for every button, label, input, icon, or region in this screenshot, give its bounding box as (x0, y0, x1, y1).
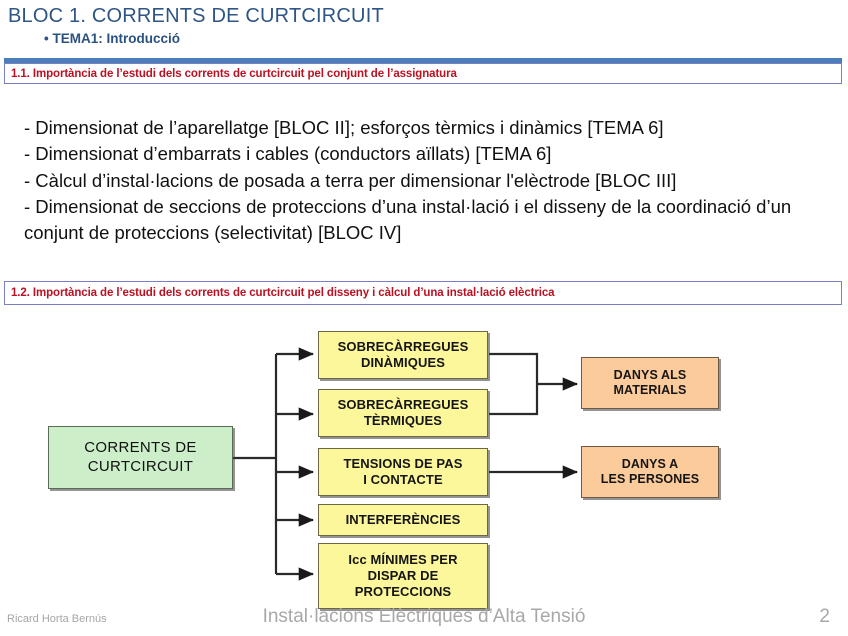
node-label: SOBRECÀRREGUES TÈRMIQUES (337, 397, 469, 428)
connector-merge-sobrecarregues (489, 352, 539, 416)
node-label: INTERFERÈNCIES (345, 512, 461, 528)
diagram-node-sobrecarregues-dinamiques[interactable]: SOBRECÀRREGUES DINÀMIQUES (318, 331, 488, 379)
node-label: DANYS ALS MATERIALS (613, 367, 687, 397)
body-line: - Dimensionat de seccions de proteccions… (24, 195, 797, 244)
diagram-node-icc-minimes-per-dispar-de-proteccions[interactable]: Icc MÍNIMES PER DISPAR DE PROTECCIONS (318, 543, 488, 609)
flow-diagram: CORRENTS DE CURTCIRCUIT SOBRECÀRREGUES D… (0, 318, 848, 609)
body-line: - Dimensionat d’embarrats i cables (cond… (24, 143, 552, 165)
diagram-node-sobrecarregues-termiques[interactable]: SOBRECÀRREGUES TÈRMIQUES (318, 389, 488, 437)
footer-course-title: Instal·lacions Elèctriques d’Alta Tensió (262, 606, 586, 627)
diagram-node-interferencies[interactable]: INTERFERÈNCIES (318, 504, 488, 536)
section-banner-1-1: 1.1. Importància de l’estudi dels corren… (4, 58, 842, 84)
banner-box: 1.1. Importància de l’estudi dels corren… (4, 63, 842, 84)
footer-page-number: 2 (819, 606, 830, 627)
node-label: Icc MÍNIMES PER DISPAR DE PROTECCIONS (348, 552, 458, 599)
section-heading-1-1: 1.1. Importància de l’estudi dels corren… (11, 67, 457, 80)
diagram-node-tensions-de-pas-i-contacte[interactable]: TENSIONS DE PAS I CONTACTE (318, 448, 488, 496)
node-label: TENSIONS DE PAS I CONTACTE (343, 456, 463, 487)
section-banner-1-2: 1.2. Importància de l’estudi dels corren… (4, 281, 842, 305)
page-title: BLOC 1. CORRENTS DE CURTCIRCUIT (8, 5, 384, 27)
banner-box: 1.2. Importància de l’estudi dels corren… (4, 281, 842, 305)
body-line: - Dimensionat de l’aparellatge [BLOC II]… (24, 117, 664, 138)
node-label: CORRENTS DE CURTCIRCUIT (84, 439, 197, 475)
diagram-connectors (233, 347, 579, 581)
diagram-node-corrents-de-curtcircuit[interactable]: CORRENTS DE CURTCIRCUIT (48, 426, 233, 489)
section-heading-1-2: 1.2. Importància de l’estudi dels corren… (11, 287, 555, 299)
footer-author: Ricard Horta Bernús (7, 613, 107, 625)
diagram-node-danys-als-materials[interactable]: DANYS ALS MATERIALS (581, 357, 719, 409)
body-text-list: - Dimensionat de l’aparellatge [BLOC II]… (24, 115, 824, 246)
node-label: SOBRECÀRREGUES DINÀMIQUES (337, 339, 469, 370)
page-subtitle: • TEMA1: Introducció (44, 31, 180, 46)
body-line: - Càlcul d’instal·lacions de posada a te… (24, 169, 677, 191)
diagram-node-danys-a-les-persones[interactable]: DANYS A LES PERSONES (581, 446, 719, 498)
banner-accent-bar (4, 58, 842, 63)
node-label: DANYS A LES PERSONES (600, 456, 700, 486)
